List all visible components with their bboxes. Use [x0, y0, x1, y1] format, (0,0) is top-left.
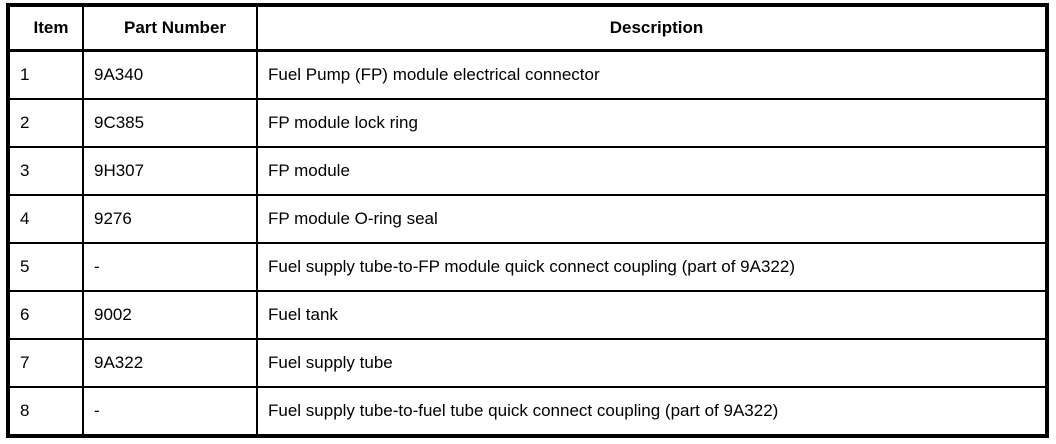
part-number-cell: 9H307 [82, 145, 258, 196]
part-number-cell: 9002 [82, 289, 258, 340]
part-number-cell: 9276 [82, 193, 258, 244]
part-number-cell: 9A322 [82, 337, 258, 388]
description-cell: Fuel supply tube [256, 337, 1048, 388]
header-row: Item Part Number Description [7, 4, 1048, 52]
item-cell: 3 [7, 145, 84, 196]
column-header-description: Description [256, 4, 1048, 52]
parts-table-header: Item Part Number Description [7, 4, 1048, 52]
parts-table-container: Item Part Number Description 1 9A340 Fue… [6, 3, 1049, 438]
parts-table: Item Part Number Description 1 9A340 Fue… [6, 3, 1049, 438]
part-number-cell: 9A340 [82, 49, 258, 101]
item-cell: 1 [7, 49, 84, 101]
table-row: 7 9A322 Fuel supply tube [7, 337, 1048, 388]
description-cell: FP module [256, 145, 1048, 196]
column-header-item: Item [7, 4, 84, 52]
description-cell: FP module O-ring seal [256, 193, 1048, 244]
part-number-cell: 9C385 [82, 98, 258, 148]
description-cell: Fuel supply tube-to-fuel tube quick conn… [256, 385, 1048, 438]
item-cell: 8 [7, 385, 84, 438]
description-cell: Fuel tank [256, 289, 1048, 340]
description-cell: Fuel Pump (FP) module electrical connect… [256, 49, 1048, 101]
description-cell: FP module lock ring [256, 98, 1048, 148]
table-row: 4 9276 FP module O-ring seal [7, 193, 1048, 244]
item-cell: 6 [7, 289, 84, 340]
item-cell: 2 [7, 98, 84, 148]
table-row: 6 9002 Fuel tank [7, 289, 1048, 340]
column-header-part-number: Part Number [82, 4, 258, 52]
part-number-cell: - [82, 385, 258, 438]
table-row: 5 - Fuel supply tube-to-FP module quick … [7, 241, 1048, 292]
table-row: 3 9H307 FP module [7, 145, 1048, 196]
table-row: 2 9C385 FP module lock ring [7, 98, 1048, 148]
description-cell: Fuel supply tube-to-FP module quick conn… [256, 241, 1048, 292]
item-cell: 5 [7, 241, 84, 292]
table-row: 1 9A340 Fuel Pump (FP) module electrical… [7, 49, 1048, 101]
table-row: 8 - Fuel supply tube-to-fuel tube quick … [7, 385, 1048, 438]
parts-table-body: 1 9A340 Fuel Pump (FP) module electrical… [7, 49, 1048, 438]
part-number-cell: - [82, 241, 258, 292]
item-cell: 7 [7, 337, 84, 388]
item-cell: 4 [7, 193, 84, 244]
